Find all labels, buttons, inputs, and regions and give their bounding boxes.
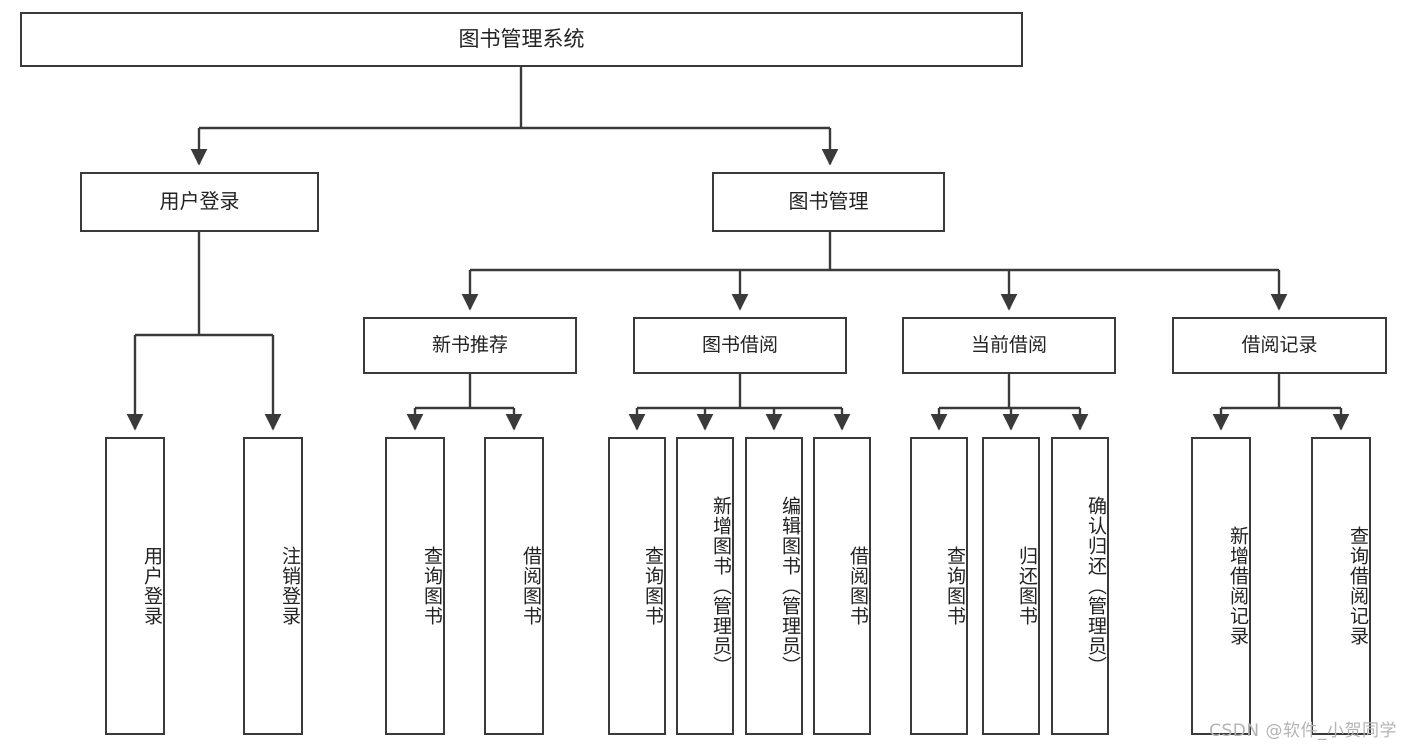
node-book-borrow[interactable]: 图书借阅 xyxy=(633,317,847,374)
leaf-borrow-book-newbook[interactable]: 借阅图书 xyxy=(484,437,544,735)
leaf-add-borrow-record[interactable]: 新增借阅记录 xyxy=(1191,437,1251,735)
node-root-system[interactable]: 图书管理系统 xyxy=(20,12,1023,67)
leaf-edit-book-admin[interactable]: 编辑图书（管理员） xyxy=(745,437,803,735)
leaf-confirm-return-admin[interactable]: 确认归还（管理员） xyxy=(1051,437,1109,735)
leaf-add-book-admin[interactable]: 新增图书（管理员） xyxy=(676,437,734,735)
csdn-watermark: CSDN @软件_小贺同学 xyxy=(1209,721,1397,741)
leaf-logout-login[interactable]: 注销登录 xyxy=(243,437,303,735)
node-new-book-recommend[interactable]: 新书推荐 xyxy=(363,317,577,374)
leaf-borrow-book[interactable]: 借阅图书 xyxy=(813,437,871,735)
leaf-query-borrow-record[interactable]: 查询借阅记录 xyxy=(1311,437,1371,735)
leaf-query-book-current[interactable]: 查询图书 xyxy=(910,437,968,735)
leaf-query-book-borrow[interactable]: 查询图书 xyxy=(608,437,666,735)
node-book-management[interactable]: 图书管理 xyxy=(712,172,945,232)
node-user-login[interactable]: 用户登录 xyxy=(80,172,319,232)
leaf-query-book-newbook[interactable]: 查询图书 xyxy=(385,437,445,735)
node-current-borrow[interactable]: 当前借阅 xyxy=(902,317,1116,374)
leaf-user-login[interactable]: 用户登录 xyxy=(105,437,165,735)
leaf-return-book[interactable]: 归还图书 xyxy=(982,437,1040,735)
node-borrow-record[interactable]: 借阅记录 xyxy=(1172,317,1387,374)
